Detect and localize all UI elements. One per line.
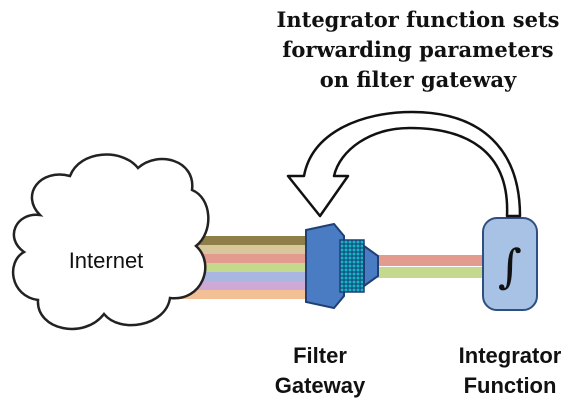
traffic-band-right-1 — [376, 255, 486, 266]
filter-gateway — [305, 222, 379, 310]
gateway-body — [305, 222, 345, 310]
gateway-nozzle — [363, 244, 379, 288]
traffic-band-left-1 — [176, 236, 310, 245]
integrator-box — [482, 217, 538, 311]
title-line-3: on filter gateway — [320, 67, 517, 92]
integrator-label: Integrator Function — [459, 343, 562, 398]
traffic-bands-left — [176, 236, 310, 299]
traffic-band-left-6 — [176, 281, 310, 290]
title-line-2: forwarding parameters — [282, 37, 553, 62]
traffic-band-left-3 — [176, 254, 310, 263]
traffic-band-left-5 — [176, 272, 310, 281]
integrator-label-line-1: Integrator — [459, 343, 562, 368]
internet-cloud: Internet — [11, 153, 210, 331]
traffic-band-left-7 — [176, 290, 310, 299]
internet-label: Internet — [69, 248, 144, 273]
integrator-label-line-2: Function — [464, 373, 557, 398]
curved-arrow — [286, 110, 522, 218]
integrator-function: ∫ — [482, 217, 538, 311]
filter-gateway-label: Filter Gateway — [275, 343, 366, 398]
traffic-band-left-2 — [176, 245, 310, 254]
cloud-shape — [11, 153, 210, 331]
integral-symbol: ∫ — [498, 239, 522, 293]
traffic-bands-right — [376, 255, 486, 278]
traffic-band-left-4 — [176, 263, 310, 272]
gateway-label-line-1: Filter — [293, 343, 347, 368]
traffic-band-right-2 — [376, 267, 486, 278]
gateway-label-line-2: Gateway — [275, 373, 366, 398]
title-line-1: Integrator function sets — [277, 7, 560, 32]
diagram-title: Integrator function sets forwarding para… — [277, 7, 560, 92]
feedback-arrow — [286, 110, 522, 218]
gateway-mesh-grid — [340, 240, 364, 292]
